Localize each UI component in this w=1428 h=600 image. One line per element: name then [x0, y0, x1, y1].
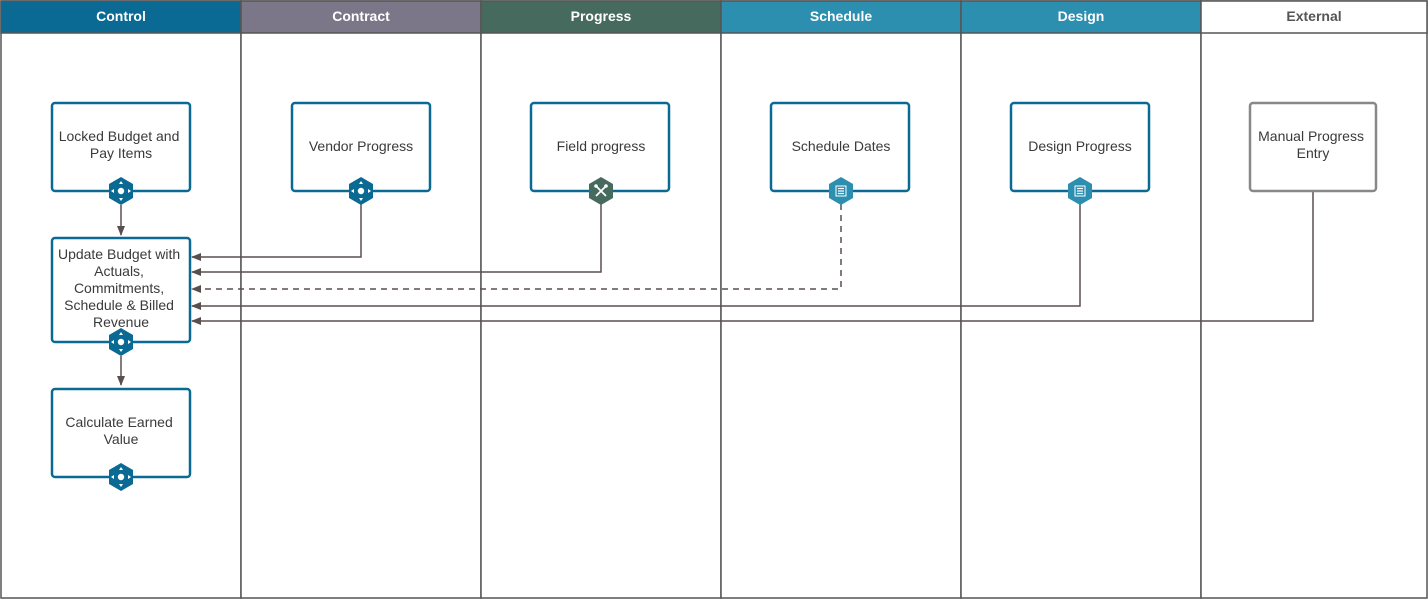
lane-design	[960, 0, 1202, 599]
node-vendor-progress-label: Vendor Progress	[309, 138, 413, 154]
lane-headers: Control Contract Progress Schedule Desig…	[0, 0, 1428, 34]
lane-header-progress-label: Progress	[571, 8, 632, 24]
connectors	[117, 191, 1314, 386]
lane-header-control	[0, 0, 242, 34]
lane-header-schedule	[720, 0, 962, 34]
node-field-progress-label: Field progress	[557, 138, 646, 154]
gear-hex-icon	[349, 177, 373, 205]
lane-header-design	[960, 0, 1202, 34]
lane-header-external	[1200, 0, 1428, 34]
lane-contract	[240, 0, 482, 599]
document-hex-icon	[1068, 177, 1092, 205]
tools-hex-icon	[589, 177, 613, 205]
lane-external	[1200, 0, 1428, 599]
lane-header-design-label: Design	[1058, 8, 1105, 24]
node-boxes	[50, 101, 1378, 479]
node-update-budget-label: Update Budget with Actuals, Commitments,…	[58, 246, 184, 330]
lane-header-contract	[240, 0, 482, 34]
node-labels: Locked Budget and Pay Items Update Budge…	[58, 128, 1368, 447]
gear-hex-icon	[109, 463, 133, 491]
lane-header-external-label: External	[1286, 8, 1341, 24]
node-manual-entry[interactable]	[1248, 101, 1378, 193]
gear-hex-icon	[109, 177, 133, 205]
lane-progress	[480, 0, 722, 599]
node-schedule-dates-label: Schedule Dates	[792, 138, 891, 154]
node-locked-budget-label: Locked Budget and Pay Items	[59, 128, 184, 161]
arrow-design-to-update	[191, 204, 1081, 310]
node-manual-entry-label: Manual Progress Entry	[1258, 128, 1368, 161]
arrow-field-to-update	[191, 204, 602, 276]
document-hex-icon	[829, 177, 853, 205]
node-earned-value-label: Calculate Earned Value	[65, 414, 176, 447]
lane-header-schedule-label: Schedule	[810, 8, 872, 24]
arrow-manual-to-update	[191, 191, 1314, 325]
gear-hex-icon	[109, 328, 133, 356]
node-design-progress-label: Design Progress	[1028, 138, 1132, 154]
lane-schedule	[720, 0, 962, 599]
arrow-schedule-to-update	[191, 204, 842, 293]
lane-header-contract-label: Contract	[332, 8, 390, 24]
arrow-vendor-to-update	[191, 204, 362, 261]
lane-header-control-label: Control	[96, 8, 146, 24]
